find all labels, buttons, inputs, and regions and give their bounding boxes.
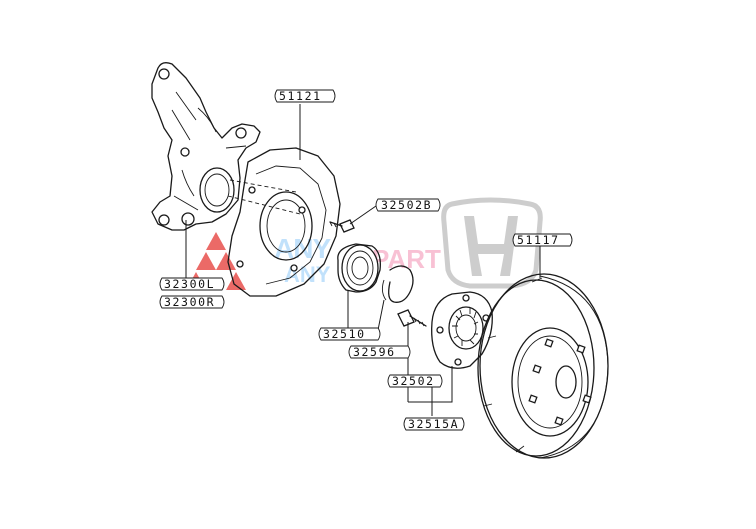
callout-32502 <box>387 374 443 388</box>
callout-32515A <box>403 417 465 431</box>
label-bearing: 32510 <box>323 327 366 341</box>
snap-ring <box>381 265 414 303</box>
dust-shield <box>227 147 341 297</box>
svg-text:PART: PART <box>372 244 441 274</box>
callout-32510 <box>318 327 381 341</box>
label-knuckle-left: 32300L <box>164 277 215 291</box>
callout-32300R <box>159 295 225 309</box>
callout-32596 <box>348 345 411 359</box>
wheel-bearing <box>337 243 381 293</box>
label-hub-assembly: 32515A <box>408 417 459 431</box>
label-hub-bolt: 32502 <box>392 374 435 388</box>
label-brake-disc: 51117 <box>517 233 560 247</box>
steering-knuckle <box>151 62 261 231</box>
knuckle-alignment-line <box>227 179 301 215</box>
brake-disc <box>477 273 609 459</box>
svg-text:ANY: ANY <box>284 262 331 287</box>
label-knuckle-right: 32300R <box>164 295 215 309</box>
callout-32502B <box>375 198 441 212</box>
callout-51121 <box>274 89 336 103</box>
hub-bolt <box>397 309 427 327</box>
shield-bolt <box>329 219 355 233</box>
label-shield-bolt: 32502B <box>381 198 432 212</box>
callout-32300L <box>159 277 225 291</box>
label-snap-ring: 32596 <box>353 345 396 359</box>
label-dust-shield: 51121 <box>279 89 322 103</box>
wheel-hub <box>431 291 493 369</box>
callout-51117 <box>512 233 573 247</box>
anypart-watermark: ANY ANY PART <box>274 233 441 287</box>
